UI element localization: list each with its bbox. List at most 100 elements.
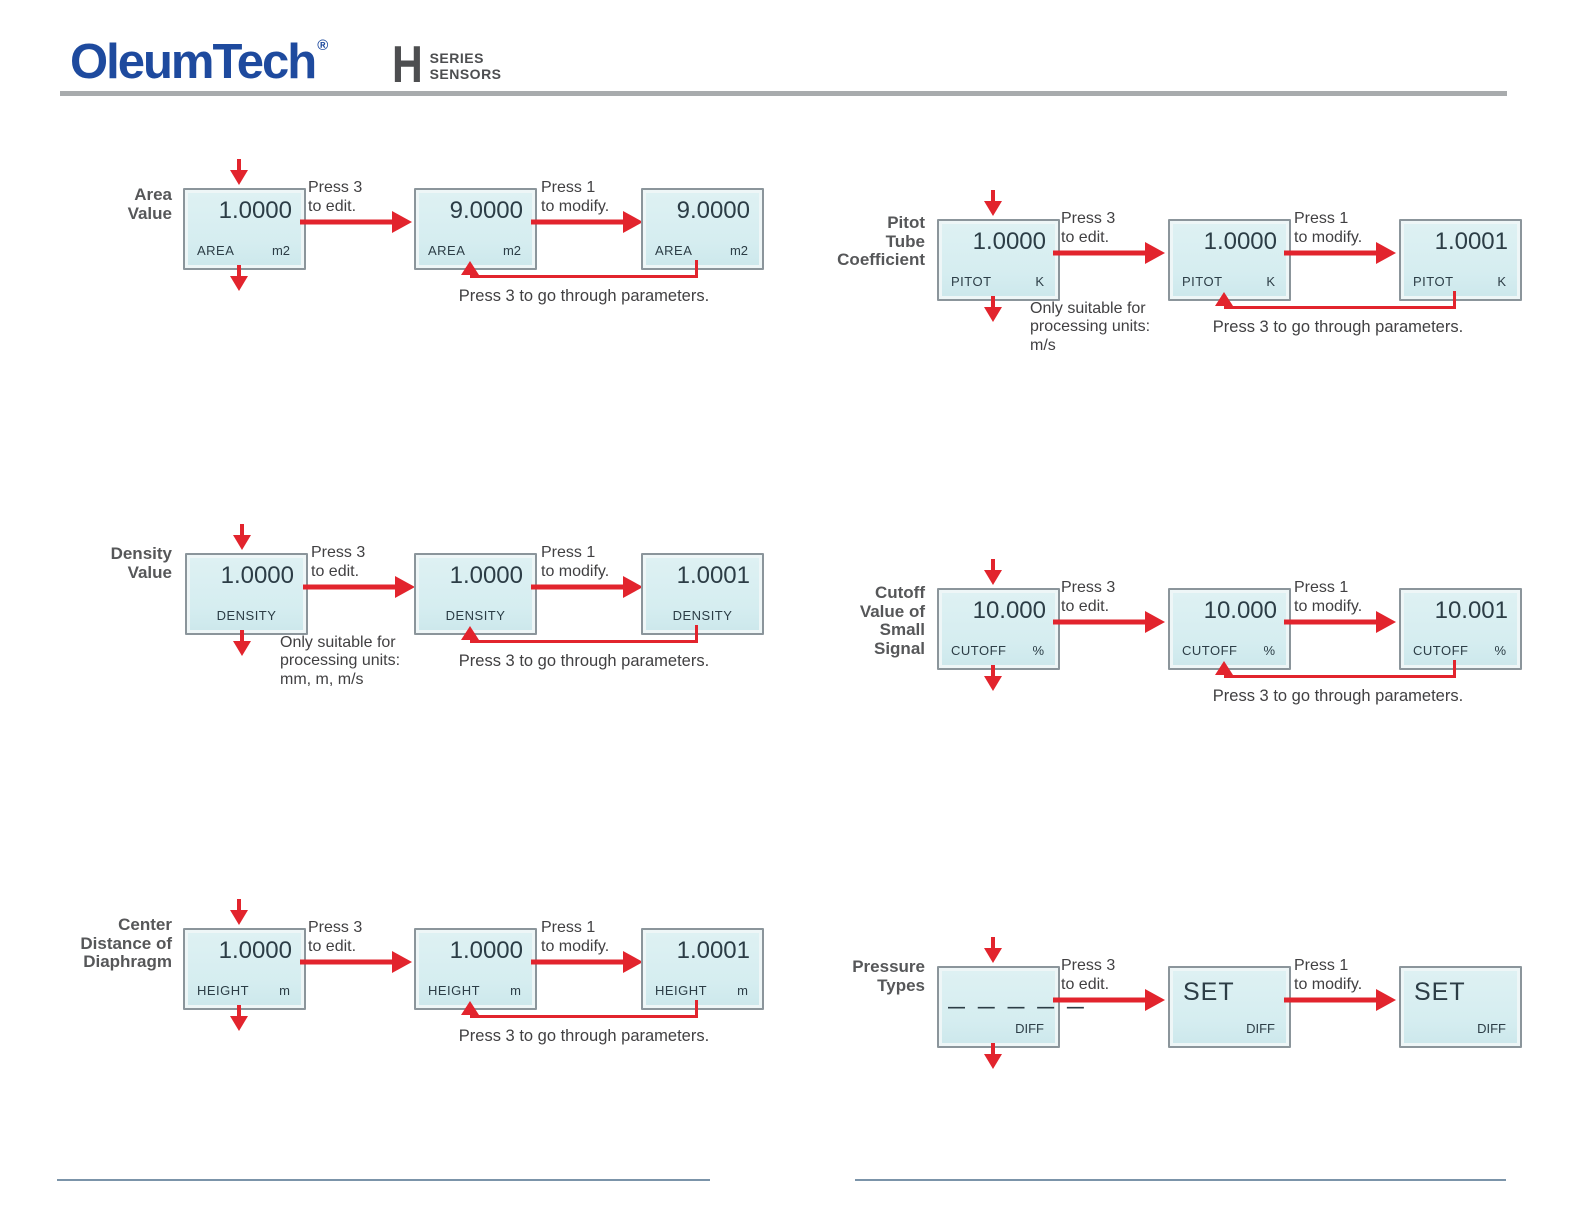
lcd-unit: m2 [729, 243, 748, 258]
lcd-value: 1.0001 [676, 562, 750, 589]
lcd-display: 1.0000 PITOT K [1168, 219, 1291, 301]
lcd-value: 9.0000 [676, 197, 750, 224]
lcd-value: 1.0000 [972, 228, 1046, 255]
lcd-screen: 1.0001 PITOT K [1404, 224, 1517, 296]
right-arrow-icon [531, 211, 643, 233]
lcd-unit: DIFF [1015, 1021, 1044, 1036]
lcd-set-value: SET [1183, 978, 1235, 1006]
return-line-horizontal [470, 275, 698, 278]
lcd-param-name: HEIGHT [197, 983, 250, 998]
lcd-display: 10.001 CUTOFF % [1399, 588, 1522, 670]
lcd-screen: SET DIFF [1173, 971, 1286, 1043]
return-line-vertical [695, 625, 698, 641]
down-arrow-icon [230, 899, 248, 925]
lcd-display: 1.0001 DENSITY [641, 553, 764, 635]
return-line-horizontal [470, 640, 698, 643]
diagram-label-pitot: Pitot Tube Coefficient [837, 213, 925, 270]
right-arrow-icon [531, 576, 643, 598]
lcd-value: 1.0000 [449, 562, 523, 589]
lcd-screen: 9.0000 AREA m2 [646, 193, 759, 265]
series-word: SERIES [429, 50, 484, 66]
return-line-vertical [695, 1000, 698, 1016]
diagram-label-pressure-types: Pressure Types [852, 957, 925, 995]
lcd-value: 1.0000 [218, 197, 292, 224]
press3-edit-label: Press 3 to edit. [1061, 210, 1116, 246]
registered-mark: ® [317, 37, 329, 54]
lcd-display: 1.0001 PITOT K [1399, 219, 1522, 301]
lcd-display: 10.000 CUTOFF % [1168, 588, 1291, 670]
diagram-label-density: Density Value [110, 544, 172, 582]
right-arrow-icon [300, 211, 412, 233]
return-line-vertical [695, 260, 698, 276]
lcd-screen: 10.000 CUTOFF % [942, 593, 1055, 665]
up-arrow-icon [1215, 292, 1233, 306]
processing-units-note: Only suitable for processing units: m/s [1030, 300, 1151, 354]
lcd-param-name: DENSITY [216, 608, 277, 623]
lcd-unit: K [1266, 274, 1275, 289]
return-line-horizontal [470, 1015, 698, 1018]
lcd-display: 1.0000 HEIGHT m [183, 928, 306, 1010]
lcd-blank-value: — — — — — [948, 997, 1088, 1016]
lcd-screen: 10.001 CUTOFF % [1404, 593, 1517, 665]
lcd-unit: % [1263, 643, 1275, 658]
processing-units-note: Only suitable for processing units: mm, … [280, 634, 401, 688]
down-arrow-icon [230, 1005, 248, 1031]
lcd-param-name: PITOT [1413, 274, 1454, 289]
up-arrow-icon [1215, 661, 1233, 675]
lcd-screen: — — — — — DIFF [942, 971, 1088, 1043]
press1-modify-label: Press 1 to modify. [541, 544, 610, 580]
lcd-unit: % [1032, 643, 1044, 658]
lcd-screen: 1.0000 HEIGHT m [419, 933, 532, 1005]
down-arrow-icon [984, 937, 1002, 963]
lcd-param-name: CUTOFF [1413, 643, 1469, 658]
lcd-display: 9.0000 AREA m2 [414, 188, 537, 270]
return-line-horizontal [1224, 675, 1456, 678]
press1-modify-label: Press 1 to modify. [1294, 957, 1363, 993]
lcd-param-name: PITOT [1182, 274, 1223, 289]
up-arrow-icon [461, 626, 479, 640]
right-arrow-icon [1053, 989, 1165, 1011]
press3-edit-label: Press 3 to edit. [1061, 957, 1116, 993]
return-line-horizontal [1224, 306, 1456, 309]
press1-modify-label: Press 1 to modify. [1294, 579, 1363, 615]
lcd-param-name: PITOT [951, 274, 992, 289]
lcd-screen: 1.0001 HEIGHT m [646, 933, 759, 1005]
lcd-unit: m2 [271, 243, 290, 258]
lcd-param-name: HEIGHT [428, 983, 481, 998]
down-arrow-icon [230, 265, 248, 291]
lcd-display: 1.0000 DENSITY [414, 553, 537, 635]
oleumtech-logo: OleumTech ® [70, 36, 328, 90]
return-line-vertical [1453, 291, 1456, 307]
lcd-unit: m [510, 983, 521, 998]
footer-divider-left [57, 1179, 710, 1181]
lcd-set-value: SET [1414, 978, 1466, 1006]
lcd-display: SET DIFF [1399, 966, 1522, 1048]
down-arrow-icon [233, 524, 251, 550]
lcd-param-name: AREA [428, 243, 466, 258]
header-divider [60, 91, 1507, 96]
lcd-display: 9.0000 AREA m2 [641, 188, 764, 270]
right-arrow-icon [1284, 611, 1396, 633]
lcd-value: 1.0001 [676, 937, 750, 964]
lcd-param-name: DENSITY [445, 608, 506, 623]
lcd-unit: m2 [502, 243, 521, 258]
press3-edit-label: Press 3 to edit. [308, 179, 363, 215]
up-arrow-icon [461, 1001, 479, 1015]
lcd-screen: 1.0000 HEIGHT m [188, 933, 301, 1005]
lcd-unit: DIFF [1246, 1021, 1275, 1036]
diagram-label-area-value: Area Value [127, 185, 172, 223]
lcd-screen: 10.000 CUTOFF % [1173, 593, 1286, 665]
lcd-param-name: CUTOFF [951, 643, 1007, 658]
lcd-display: 1.0001 HEIGHT m [641, 928, 764, 1010]
lcd-param-name: CUTOFF [1182, 643, 1238, 658]
right-arrow-icon [303, 576, 415, 598]
down-arrow-icon [984, 665, 1002, 691]
return-line-vertical [1453, 660, 1456, 676]
down-arrow-icon [984, 190, 1002, 216]
right-arrow-icon [300, 951, 412, 973]
down-arrow-icon [233, 630, 251, 656]
lcd-unit: DIFF [1477, 1021, 1506, 1036]
right-arrow-icon [1284, 989, 1396, 1011]
press3-edit-label: Press 3 to edit. [1061, 579, 1116, 615]
lcd-value: 1.0000 [218, 937, 292, 964]
